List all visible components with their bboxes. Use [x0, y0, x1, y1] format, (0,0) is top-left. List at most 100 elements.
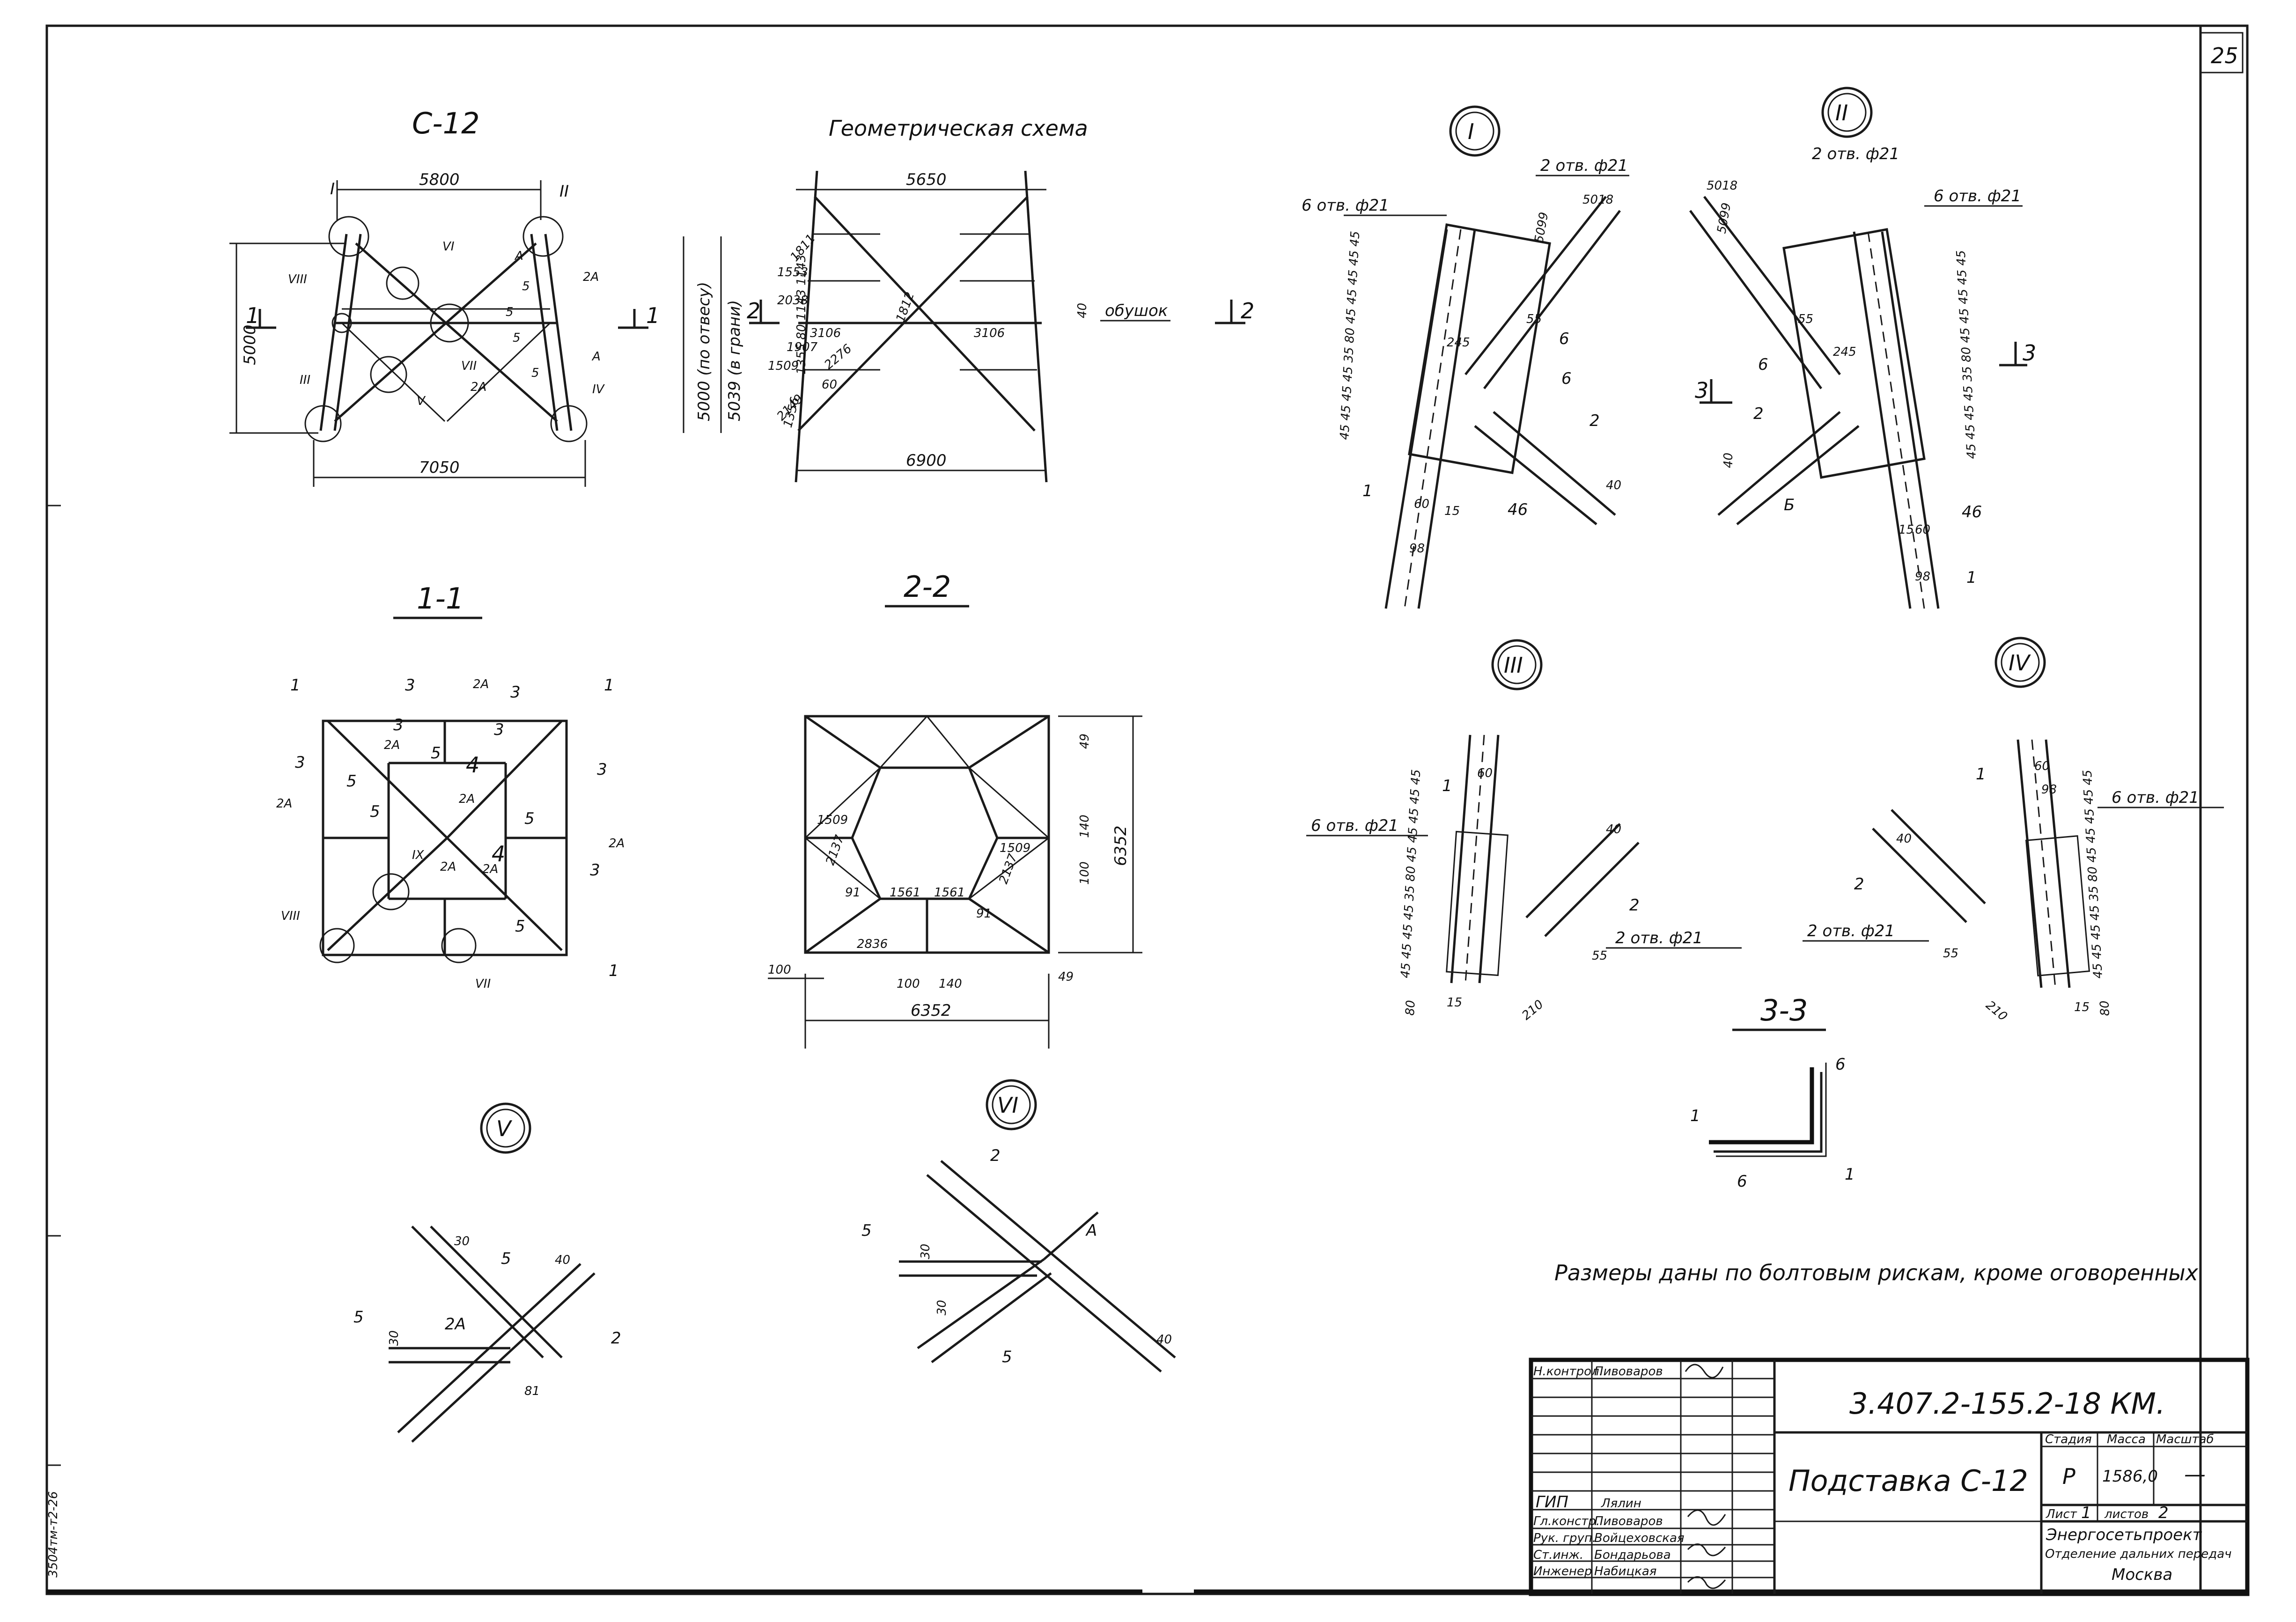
n6-30b: 30	[935, 1300, 949, 1315]
tb-name-0: Пивоваров	[1594, 1365, 1663, 1379]
n1-46: 46	[1508, 500, 1528, 519]
tb-scale-h: Масштаб	[2156, 1432, 2214, 1446]
n3-80: 80	[1403, 1000, 1418, 1016]
tb-mass-h: Масса	[2107, 1432, 2146, 1446]
page-number: 25	[2211, 43, 2238, 68]
node-III: III 6 отв. ф21 2 отв. ф21 45 45 45 45 35…	[1306, 639, 1742, 1023]
tb-sheet-l: Лист	[2046, 1507, 2077, 1521]
g-60: 60	[822, 378, 837, 392]
n1-holes6: 6 отв. ф21	[1302, 196, 1389, 215]
s2-100v: 100	[1078, 861, 1092, 885]
facade-view: С-12 5800 7050 5000 I	[229, 106, 660, 487]
n2-p6: 6	[1758, 355, 1768, 374]
n5-30a: 30	[454, 1234, 470, 1248]
node-label-VIII: VIII	[288, 272, 307, 286]
n3-55: 55	[1592, 949, 1607, 963]
g-col: 1355 80 1143 1143	[795, 255, 809, 374]
s1-p3f: 3	[597, 760, 607, 779]
s2-6352h: 6352	[911, 1001, 951, 1020]
n3-15: 15	[1447, 996, 1462, 1010]
n4-p1: 1	[1976, 765, 1986, 784]
n5-81: 81	[524, 1384, 540, 1398]
s1-p5a: 5	[346, 772, 357, 791]
n3-p2: 2	[1629, 896, 1640, 915]
doc-name: Подставка С-12	[1788, 1464, 2028, 1498]
n4-seq: 45 45 45 45 35 80 45 45 45 45 45	[2081, 770, 2105, 979]
s1-p2Af: 2А	[440, 860, 456, 874]
s2-1561b: 1561	[934, 886, 965, 900]
part-5-4: 5	[531, 366, 539, 380]
g-1553: 1553	[777, 265, 808, 279]
n3-p1: 1	[1442, 777, 1452, 795]
node-label-VI: VI	[442, 240, 454, 254]
g-6900: 6900	[906, 451, 947, 470]
n3-210: 210	[1519, 997, 1546, 1023]
sheet-frame	[45, 24, 2249, 1595]
section-mark-2-left: 2	[747, 298, 760, 323]
s2-140v: 140	[1078, 815, 1092, 838]
n4-15: 15	[2074, 1000, 2090, 1014]
n1-p6b: 6	[1561, 369, 1572, 388]
n1-p6a: 6	[1559, 330, 1569, 348]
section-2-title: 2-2	[904, 570, 951, 604]
tb-stage: Р	[2062, 1464, 2075, 1489]
node-label-I: I	[330, 180, 335, 198]
s2-2836: 2836	[857, 937, 888, 951]
n4-holes2: 2 отв. ф21	[1807, 922, 1895, 940]
n1-40: 40	[1606, 478, 1621, 492]
tb-role-4: Ст.инж.	[1533, 1548, 1583, 1562]
s1-p4a: 4	[466, 752, 479, 778]
s1-p2Ae: 2А	[609, 837, 625, 851]
s3-p6a: 6	[1835, 1055, 1846, 1074]
s2-2137b: 2137	[996, 852, 1020, 886]
tb-mass: 1586,0	[2102, 1467, 2158, 1486]
tb-stage-h: Стадия	[2045, 1432, 2092, 1446]
tb-sheet-n: 1	[2081, 1504, 2091, 1522]
tb-name-4: Бондарьова	[1594, 1548, 1671, 1562]
node-II-title: II	[1835, 100, 1848, 125]
s1-p5e: 5	[515, 917, 525, 936]
s1-p3c: 3	[393, 716, 404, 734]
g-5000: 5000 (по отвесу)	[695, 282, 714, 421]
n1-98: 98	[1409, 542, 1425, 556]
tb-role-3: Рук. груп.	[1533, 1531, 1596, 1545]
s2-6352v: 6352	[1111, 825, 1130, 866]
n5-30b: 30	[387, 1330, 401, 1346]
s1-p2Ac: 2А	[459, 792, 475, 806]
n1-5099: 5099	[1532, 211, 1551, 244]
section-2-2: 2-2 6352 6352 100 100 140 49 49 140 100	[768, 570, 1142, 1049]
n2-98: 98	[1915, 570, 1930, 584]
s1-VIII: VIII	[281, 909, 300, 923]
n1-55: 55	[1526, 312, 1542, 326]
n6-40: 40	[1156, 1333, 1172, 1347]
part-5-3: 5	[513, 331, 521, 345]
n4-holes6: 6 отв. ф21	[2112, 788, 2199, 807]
n5-p2: 2	[611, 1329, 621, 1348]
part-A-1: А	[514, 249, 523, 263]
s1-p5d: 5	[524, 809, 535, 828]
s1-p2Ag: 2А	[482, 862, 498, 876]
tb-name-3: Войцеховская	[1594, 1531, 1685, 1545]
n2-5099: 5099	[1715, 202, 1734, 235]
node-V: V 5 5 2А 2 30 30 40 81	[353, 1102, 621, 1443]
n6-p2: 2	[990, 1146, 1001, 1165]
g-3106a: 3106	[810, 326, 841, 340]
s1-p3g: 3	[590, 861, 600, 880]
section-3-3: 3-3 6 1 6 1	[1690, 993, 1855, 1191]
n5-p5b: 5	[353, 1308, 364, 1327]
title-block: Н.контрол. Пивоваров ГИП Лялин Гл.констр…	[1529, 1358, 2250, 1596]
tb-role-5: Инженер	[1533, 1564, 1592, 1578]
n4-60: 60	[2034, 759, 2050, 773]
node-label-IV: IV	[592, 382, 605, 396]
s1-p2Ab: 2А	[384, 738, 400, 752]
n2-pB: Б	[1784, 496, 1795, 514]
n2-seq: 45 45 45 45 35 80 45 45 45 45 45	[1954, 250, 1979, 460]
n2-holes6: 6 отв. ф21	[1934, 187, 2021, 206]
n2-46: 46	[1962, 503, 1982, 521]
n2-60: 60	[1915, 523, 1930, 537]
section-1-1: 1-1 1 1 1 3 3 3 3 3 3 3 4 4 5 5 5 5 5 2А	[276, 581, 625, 991]
tb-org1: Энергосетьпроект	[2046, 1526, 2202, 1544]
n2-55: 55	[1798, 312, 1813, 326]
g-1509: 1509	[768, 359, 799, 373]
